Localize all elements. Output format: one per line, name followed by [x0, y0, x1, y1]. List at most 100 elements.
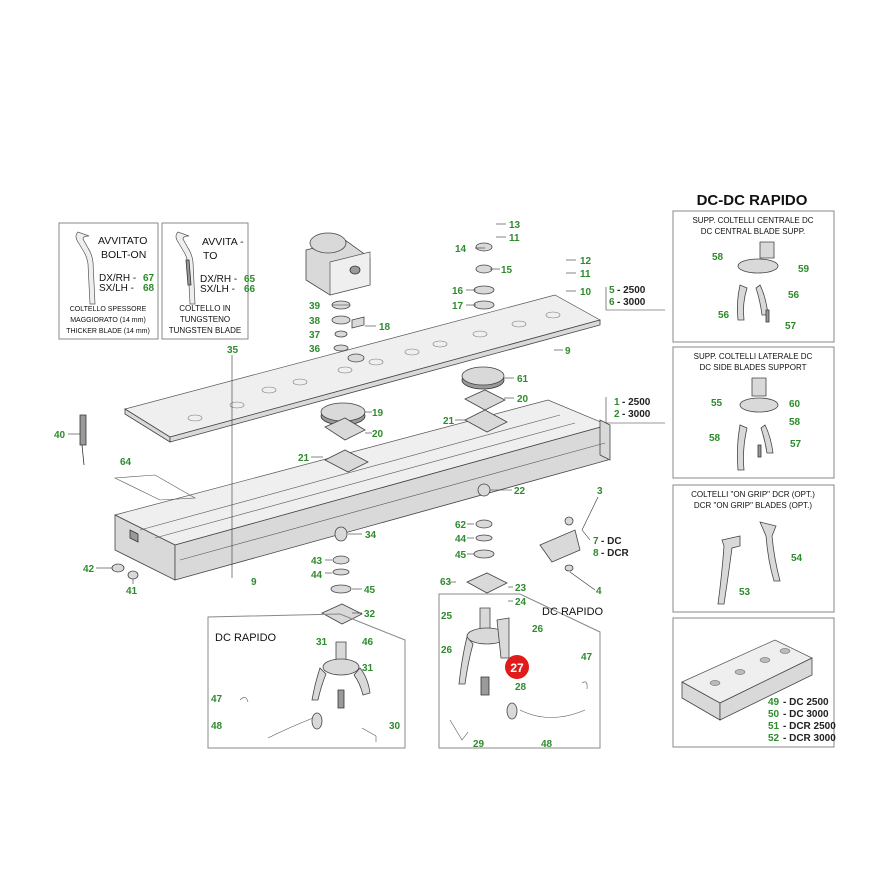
variant-labels: 5 - 2500 6 - 3000 1 - 2500 2 - 3000 7 - …	[593, 285, 651, 559]
frame-group-1-text: - 2500	[622, 397, 651, 408]
ongrip-label-1: 54	[791, 553, 803, 564]
highlight-marker[interactable]	[505, 655, 529, 679]
panel-bolt-on: AVVITATO BOLT-ON DX/RH - 67 SX/LH - 68 C…	[58, 222, 159, 340]
callout-label: 21	[298, 453, 310, 464]
tungsten-note2: TUNGSTENO	[180, 315, 230, 324]
panel-central-blade: SUPP. COLTELLI CENTRALE DC DC CENTRAL BL…	[672, 210, 835, 343]
callout-label: 17	[452, 301, 464, 312]
callout-label: 44	[311, 570, 323, 581]
dc-rapido-left-heading: DC RAPIDO	[215, 632, 277, 644]
bolt-on-note2: MAGGIORATO (14 mm)	[70, 317, 146, 324]
panel-side-blades: SUPP. COLTELLI LATERALE DC DC SIDE BLADE…	[672, 346, 835, 479]
plate-variant-2-text: - 3000	[617, 297, 646, 308]
bolt-on-rh-num: 67	[143, 273, 155, 284]
central-label-5: 57	[785, 321, 797, 332]
frame-variant-2-num: 50	[768, 709, 780, 720]
callout-label: 36	[309, 344, 321, 355]
callout-label: 29	[473, 739, 485, 750]
top-plate	[124, 294, 601, 443]
callout-label: 47	[211, 694, 223, 705]
bracket-variant-2-text: - DCR	[601, 548, 630, 559]
callout-label: 21	[443, 416, 455, 427]
gearbox	[305, 232, 371, 296]
callout-label: 40	[54, 430, 66, 441]
callout-label: 45	[455, 550, 467, 561]
frame-variant-3-num: 51	[768, 721, 780, 732]
tungsten-heading-line2: TO	[203, 250, 217, 262]
center-gear	[320, 402, 369, 473]
callout-label: 11	[580, 269, 591, 280]
side-label-1: 55	[711, 398, 723, 409]
callout-label: 9	[251, 577, 257, 588]
ongrip-heading-line1: COLTELLI "ON GRIP" DCR (OPT.)	[691, 490, 815, 499]
callout-label: 14	[455, 244, 467, 255]
callout-label: 38	[309, 316, 321, 327]
side-heading-line1: SUPP. COLTELLI LATERALE DC	[694, 352, 813, 361]
frame-variant-2-text: - DC 3000	[783, 709, 829, 720]
callout-label: 20	[517, 394, 529, 405]
side-label-5: 58	[709, 433, 721, 444]
callout-label: 4	[596, 586, 602, 597]
callout-label: 15	[501, 265, 513, 276]
callout-label: 39	[309, 301, 321, 312]
tungsten-note1: COLTELLO IN	[179, 304, 231, 313]
central-label-4: 56	[718, 310, 730, 321]
small-parts	[79, 242, 581, 625]
bolt-on-note3: THICKER BLADE (14 mm)	[66, 328, 150, 335]
tungsten-heading-line1: AVVITA -	[202, 236, 244, 248]
panel-frame-variants: 49 - DC 2500 50 - DC 3000 51 - DCR 2500 …	[672, 617, 836, 748]
callout-label: 31	[362, 663, 374, 674]
bolt-on-heading-line1: AVVITATO	[98, 235, 147, 247]
callout-label: 32	[364, 609, 376, 620]
side-label-2: 60	[789, 399, 801, 410]
tungsten-rh-text: DX/RH -	[200, 274, 237, 285]
bracket-variant-1-num: 7	[593, 536, 599, 547]
ongrip-label-2: 53	[739, 587, 751, 598]
tungsten-lh-text: SX/LH -	[200, 284, 235, 295]
callout-label: 20	[372, 429, 384, 440]
side-label-4: 57	[790, 439, 802, 450]
callout-label: 62	[455, 520, 467, 531]
callout-label: 26	[441, 645, 453, 656]
frame-group-2-num: 2	[614, 409, 620, 420]
diagram-title: DC-DC RAPIDO	[697, 192, 808, 209]
bolt-on-lh-num: 68	[143, 283, 155, 294]
highlight-label[interactable]: 27	[510, 661, 524, 675]
callout-label: 31	[316, 637, 328, 648]
callout-label: 9	[565, 346, 571, 357]
bolt-on-heading-line2: BOLT-ON	[101, 249, 146, 261]
bolt-on-rh-text: DX/RH -	[99, 273, 136, 284]
callout-label: 44	[455, 534, 467, 545]
bracket-variant-1-text: - DC	[601, 536, 622, 547]
callout-label: 63	[440, 577, 452, 588]
callout-label: 43	[311, 556, 323, 567]
tungsten-note3: TUNGSTEN BLADE	[169, 326, 241, 335]
panel-tungsten: AVVITA - TO DX/RH - 65 SX/LH - 66 COLTEL…	[161, 222, 256, 340]
callout-label: 48	[211, 721, 223, 732]
callout-label: 28	[515, 682, 527, 693]
frame-variant-1-text: - DC 2500	[783, 697, 829, 708]
central-label-1: 58	[712, 252, 724, 263]
tungsten-rh-num: 65	[244, 274, 256, 285]
central-label-2: 59	[798, 264, 810, 275]
frame-variant-3-text: - DCR 2500	[783, 721, 836, 732]
callout-label: 30	[389, 721, 401, 732]
frame-variant-4-text: - DCR 3000	[783, 733, 836, 744]
callout-label: 19	[372, 408, 384, 419]
tungsten-lh-num: 66	[244, 284, 256, 295]
callout-label: 18	[379, 322, 391, 333]
bolt-on-note1: COLTELLO SPESSORE	[70, 306, 147, 313]
panel-part-labels: 58 59 56 56 57 55 60 58 57 58 54 53	[709, 252, 810, 598]
callout-label: 37	[309, 330, 321, 341]
frame-variant-1-num: 49	[768, 697, 780, 708]
callout-label: 24	[515, 597, 527, 608]
central-label-3: 56	[788, 290, 800, 301]
bolt-on-lh-text: SX/LH -	[99, 283, 134, 294]
frame-variant-4-num: 52	[768, 733, 780, 744]
ongrip-heading-line2: DCR "ON GRIP" BLADES (OPT.)	[694, 501, 812, 510]
highlight-callout[interactable]: 27	[505, 655, 529, 679]
leader-lines	[68, 223, 665, 614]
callout-label: 46	[362, 637, 374, 648]
panel-on-grip: COLTELLI "ON GRIP" DCR (OPT.) DCR "ON GR…	[672, 484, 835, 613]
